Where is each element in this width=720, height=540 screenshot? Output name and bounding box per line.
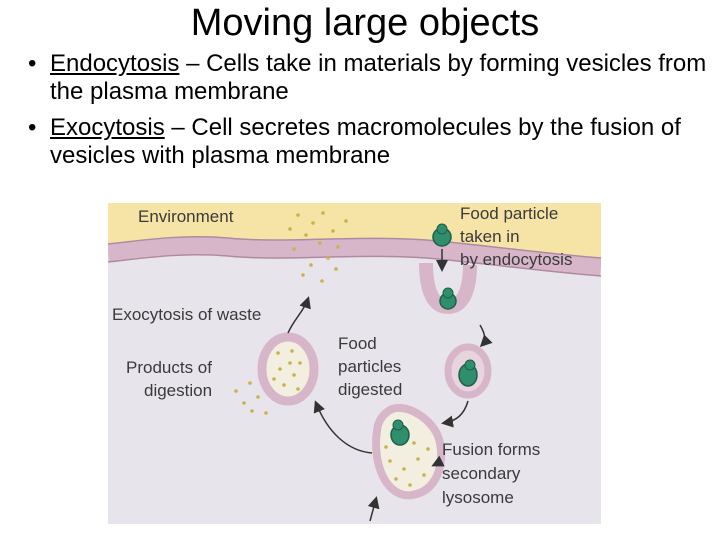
bullet-exocytosis: • Exocytosis – Cell secretes macromolecul…: [28, 114, 710, 170]
label-food-particle: Food particle: [460, 204, 558, 223]
secondary-lysosome: [372, 403, 446, 500]
pointer-fusion: [431, 455, 445, 467]
term-exocytosis: Exocytosis: [50, 114, 165, 141]
bullet-symbol: •: [28, 114, 37, 141]
food-particle-entering-head: [436, 223, 448, 235]
plasma-membrane-outer-edge: [108, 236, 601, 259]
food-particle-in-vacuole-head: [464, 359, 476, 371]
label-environment: Environment: [138, 207, 234, 226]
label-digested: digested: [338, 380, 402, 399]
label-taken-in: taken in: [460, 227, 520, 246]
label-digestion: digestion: [144, 381, 212, 400]
label-secondary: secondary: [442, 464, 521, 483]
arrow-pit-to-vacuole: [479, 324, 493, 348]
product-dots-outside: [234, 381, 268, 415]
label-by-endocytosis: by endocytosis: [460, 250, 572, 269]
enzyme-dots: [384, 441, 430, 487]
label-exocytosis-waste: Exocytosis of waste: [112, 305, 261, 324]
arrow-vacuole-to-lysosome: [441, 400, 469, 428]
bullet-endocytosis: • Endocytosis – Cells take in materials b…: [28, 50, 710, 106]
food-particle-in-pit-head: [442, 287, 454, 299]
label-food: Food: [338, 334, 377, 353]
label-products-of: Products of: [126, 358, 212, 377]
arrow-lysosome-to-digested: [313, 400, 373, 454]
bullet-symbol: •: [28, 50, 37, 77]
plasma-membrane: [108, 236, 601, 276]
endocytosis-diagram: Environment Food particle taken in by en…: [108, 203, 601, 524]
label-fusion-forms: Fusion forms: [442, 440, 540, 459]
label-lysosome: lysosome: [442, 488, 514, 507]
arrow-lysosome-from-below: [367, 496, 380, 522]
term-endocytosis: Endocytosis: [50, 50, 180, 77]
food-particle-in-lysosome-head: [392, 419, 404, 431]
definition-endocytosis: – Cells take in materials by forming ves…: [50, 50, 707, 105]
bullet-list: • Endocytosis – Cells take in materials b…: [28, 50, 710, 178]
digested-vesicle: [257, 332, 319, 406]
exocytosis-waste-dots: [288, 211, 348, 283]
slide-title: Moving large objects: [190, 2, 540, 44]
plasma-membrane-inner-edge: [108, 254, 601, 277]
definition-exocytosis: – Cell secretes macromolecules by the fu…: [50, 114, 681, 169]
label-particles: particles: [338, 357, 401, 376]
digested-vesicle-dots: [272, 349, 302, 391]
arrow-digested-to-membrane: [287, 296, 311, 334]
